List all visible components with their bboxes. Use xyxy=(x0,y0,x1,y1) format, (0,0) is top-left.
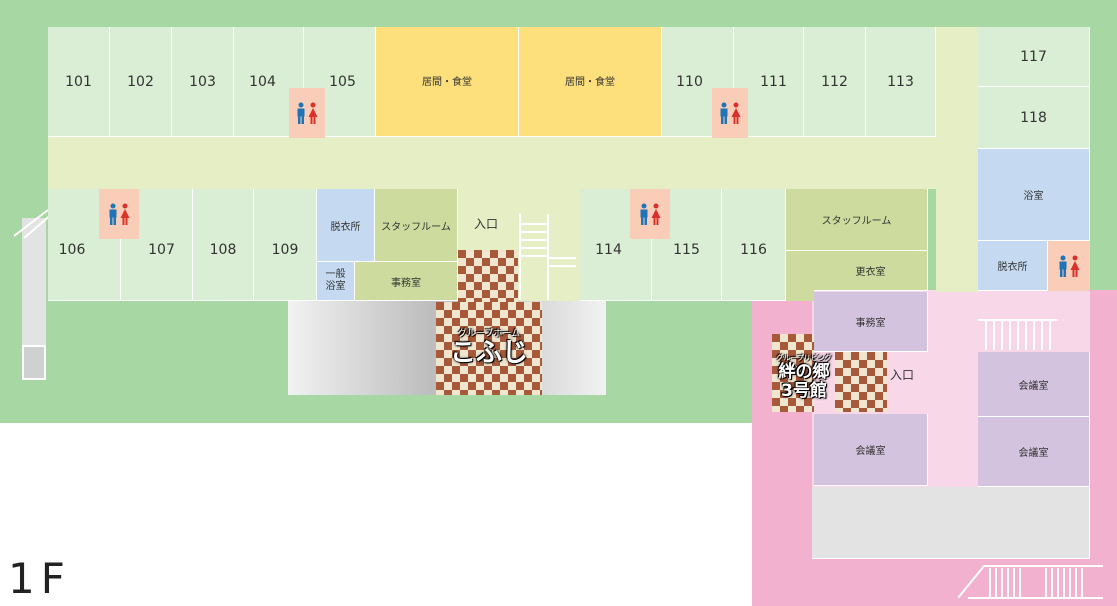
room-105: 105 xyxy=(304,27,376,137)
entrance-label-left: 入口 xyxy=(474,217,499,231)
room-101: 101 xyxy=(48,27,110,137)
kizuna-name-line2: 3号館 xyxy=(781,381,827,401)
dressing-room-left: 脱衣所 xyxy=(317,189,375,262)
restroom-icon xyxy=(712,88,748,138)
living-dining-left: 居間・食堂 xyxy=(376,27,519,137)
changing-room: 更衣室 xyxy=(814,251,928,291)
kizuna-logo: グループリビング 絆の郷 3号館 xyxy=(770,353,838,401)
entrance-mat-top xyxy=(458,250,518,302)
room-107: 107 xyxy=(121,189,193,301)
office-left: 事務室 xyxy=(355,262,458,301)
room-104: 104 xyxy=(234,27,304,137)
room-109: 109 xyxy=(254,189,317,301)
kofuji-entrance-block xyxy=(436,302,542,395)
room-110: 110 xyxy=(662,27,734,137)
room-116: 116 xyxy=(722,189,786,301)
bathroom: 浴室 xyxy=(978,149,1090,241)
room-103: 103 xyxy=(172,27,234,137)
staff-room-right-extension xyxy=(786,251,814,301)
kofuji-name: こふじ xyxy=(449,338,528,368)
main-corridor xyxy=(48,137,978,189)
pink-stairs-bottom xyxy=(957,560,1103,600)
meeting-room-right-1: 会議室 xyxy=(978,352,1090,417)
room-108: 108 xyxy=(193,189,254,301)
office-right: 事務室 xyxy=(814,292,928,352)
vertical-corridor xyxy=(936,27,978,292)
kizuna-subtitle: グループリビング xyxy=(776,354,832,362)
public-bath: 一般浴室 xyxy=(317,262,355,301)
restroom-icon xyxy=(289,88,325,138)
room-112: 112 xyxy=(804,27,866,137)
storage-area xyxy=(812,487,1090,559)
kofuji-subtitle: グループホーム xyxy=(457,329,521,339)
restroom-icon xyxy=(99,189,139,239)
pink-stairs-top xyxy=(978,318,1058,350)
room-102: 102 xyxy=(110,27,172,137)
kizuna-entrance-block-right xyxy=(835,352,887,412)
kizuna-name-line1: 絆の郷 xyxy=(778,362,830,382)
entrance-label-right: 入口 xyxy=(890,368,915,382)
left-walkway-end xyxy=(22,345,46,380)
room-117: 117 xyxy=(978,27,1090,87)
room-118: 118 xyxy=(978,87,1090,149)
restroom-icon xyxy=(1048,241,1090,291)
floor-label: 1F xyxy=(8,554,71,603)
meeting-room-left: 会議室 xyxy=(814,414,928,486)
kizuna-entrance-block-left xyxy=(772,334,814,412)
entrance-stairs xyxy=(518,214,578,300)
dressing-room-right: 脱衣所 xyxy=(978,241,1048,291)
restroom-icon xyxy=(630,189,670,239)
meeting-room-right-2: 会議室 xyxy=(978,417,1090,487)
kofuji-logo: グループホーム こふじ xyxy=(436,326,542,367)
left-ramp-rail xyxy=(13,208,54,242)
staff-room-right: スタッフルーム xyxy=(786,189,928,251)
staff-room-left: スタッフルーム xyxy=(375,189,458,262)
room-113: 113 xyxy=(866,27,936,137)
living-dining-right: 居間・食堂 xyxy=(519,27,662,137)
